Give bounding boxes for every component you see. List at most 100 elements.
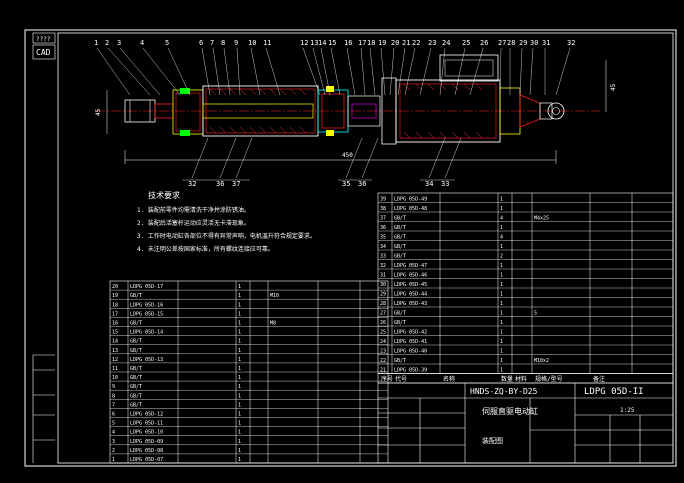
bom-cell: 1 bbox=[500, 282, 503, 288]
bom-cell: GB/T bbox=[394, 254, 406, 260]
bom-cell: 2 bbox=[500, 254, 503, 260]
bom-cell: 28 bbox=[380, 301, 386, 307]
part-balloon: 32 bbox=[567, 39, 575, 47]
part-balloon: 26 bbox=[480, 39, 488, 47]
part-balloon: 6 bbox=[199, 39, 203, 47]
bom-cell: 1 bbox=[238, 421, 241, 427]
leader-line bbox=[346, 47, 356, 96]
bom-cell: 1 bbox=[500, 301, 503, 307]
bom-cell: LDPG 05D-11 bbox=[130, 421, 163, 427]
rod-eye-right bbox=[547, 102, 565, 120]
drawing-subtitle: 装配图 bbox=[482, 436, 503, 445]
bom-cell: M10 bbox=[270, 293, 279, 299]
leader-line bbox=[360, 47, 366, 96]
bom-cell: 4 bbox=[500, 216, 503, 222]
bom-cell: 1 bbox=[500, 225, 503, 231]
bom-header-cell: 备注 bbox=[593, 375, 605, 383]
bom-cell: GB/T bbox=[394, 225, 406, 231]
leader-line bbox=[397, 47, 406, 96]
part-balloon: 36 bbox=[358, 180, 366, 188]
part-balloon: 28 bbox=[507, 39, 515, 47]
bom-cell: LDPG 05D-49 bbox=[394, 197, 427, 203]
bom-cell: M8 bbox=[270, 321, 276, 327]
bom-cell: LDPG 05D-08 bbox=[130, 448, 163, 454]
bom-cell: LDPG 05D-15 bbox=[130, 311, 163, 317]
bom-cell: 1 bbox=[500, 244, 503, 250]
leader-line bbox=[330, 47, 341, 96]
part-balloon: 35 bbox=[342, 180, 350, 188]
bom-cell: 1 bbox=[238, 357, 241, 363]
bom-cell: 3 bbox=[112, 439, 115, 445]
bom-cell: LDPG 05D-45 bbox=[394, 282, 427, 288]
part-balloon: 27 bbox=[498, 39, 506, 47]
leader-line bbox=[529, 47, 534, 96]
part-balloon: 19 bbox=[378, 39, 386, 47]
bom-cell: GB/T bbox=[130, 321, 142, 327]
bom-cell: LDPG 05D-40 bbox=[394, 349, 427, 355]
bom-cell: 36 bbox=[380, 225, 386, 231]
part-balloon: 30 bbox=[530, 39, 538, 47]
motor-connector bbox=[439, 54, 499, 82]
leader-line bbox=[380, 47, 386, 96]
bom-cell: 1 bbox=[500, 358, 503, 364]
bom-cell: GB/T bbox=[394, 358, 406, 364]
notes-heading: 技术要求 bbox=[148, 190, 180, 200]
part-balloon: 13 bbox=[310, 39, 318, 47]
bom-cell: 1 bbox=[238, 430, 241, 436]
leader-line bbox=[499, 47, 502, 96]
bom-cell: LDPG 05D-47 bbox=[394, 263, 427, 269]
bom-cell: 9 bbox=[112, 384, 115, 390]
bom-cell: 1 bbox=[238, 284, 241, 290]
bom-cell: LDPG 05D-13 bbox=[130, 357, 163, 363]
bom-cell: 22 bbox=[380, 358, 386, 364]
bom-cell: 39 bbox=[380, 197, 386, 203]
bom-cell: 8 bbox=[112, 393, 115, 399]
leader-line bbox=[119, 47, 161, 96]
bom-cell: GB/T bbox=[394, 216, 406, 222]
bom-cell: 27 bbox=[380, 311, 386, 317]
bom-cell: LDPG 05D-41 bbox=[394, 339, 427, 345]
bom-cell: 1 bbox=[238, 348, 241, 354]
bom-cell: 13 bbox=[112, 348, 118, 354]
bom-cell: 32 bbox=[380, 263, 386, 269]
note-line: 2. 装配后活塞杆运动应灵活无卡滞现象。 bbox=[137, 219, 250, 227]
leader-line bbox=[361, 137, 379, 179]
bom-cell: 1 bbox=[500, 320, 503, 326]
bom-cell: 1 bbox=[238, 302, 241, 308]
bom-cell: 12 bbox=[112, 357, 118, 363]
bom-cell: 38 bbox=[380, 206, 386, 212]
part-balloon: 34 bbox=[425, 180, 433, 188]
part-balloon: 3 bbox=[117, 39, 121, 47]
leader-line bbox=[345, 137, 363, 179]
piston-rod bbox=[202, 103, 314, 119]
bom-cell: 1 bbox=[238, 366, 241, 372]
part-number: HNDS-ZQ-BY-D25 bbox=[470, 387, 538, 396]
bom-cell: 4 bbox=[500, 235, 503, 241]
bom-cell: 1 bbox=[238, 339, 241, 345]
leader-line bbox=[389, 47, 395, 96]
bom-cell: 1 bbox=[238, 412, 241, 418]
part-balloon: 7 bbox=[210, 39, 214, 47]
leader-line bbox=[519, 47, 523, 96]
leader-line bbox=[167, 47, 191, 96]
bom-cell: 1 bbox=[500, 368, 503, 374]
bom-header: 序号代号名称数量材料规格/型号备注 bbox=[377, 373, 674, 384]
bom-cell: 30 bbox=[380, 282, 386, 288]
bom-cell: LDPG 05D-12 bbox=[130, 412, 163, 418]
part-balloon: 18 bbox=[367, 39, 375, 47]
bom-cell: GB/T bbox=[130, 384, 142, 390]
bom-cell: 1 bbox=[238, 311, 241, 317]
bom-cell: GB/T bbox=[130, 293, 142, 299]
bom-cell: 1 bbox=[238, 375, 241, 381]
bom-cell: GB/T bbox=[130, 402, 142, 408]
bom-cell: LDPG 05D-07 bbox=[130, 457, 163, 463]
bom-cell: 1 bbox=[500, 263, 503, 269]
part-balloon: 21 bbox=[402, 39, 410, 47]
part-balloon: 25 bbox=[462, 39, 470, 47]
leader-line bbox=[142, 47, 181, 96]
leader-line bbox=[219, 137, 237, 179]
bom-cell: 20 bbox=[112, 284, 118, 290]
